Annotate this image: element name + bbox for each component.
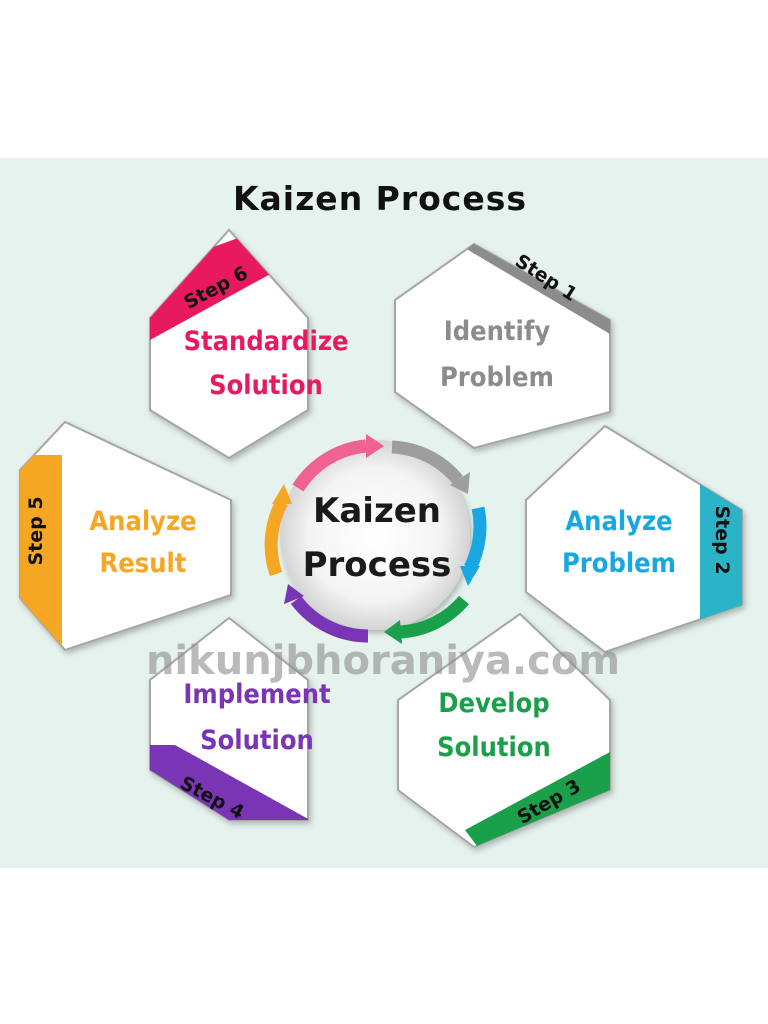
arrow-head-gray xyxy=(450,472,470,494)
arrow-step6-to-step1 xyxy=(292,439,367,492)
hexagon-step-1: Step 1 Identify Problem xyxy=(394,242,611,450)
step-5-tag: Step 5 xyxy=(25,496,47,565)
diagram-title: Kaizen Process xyxy=(233,179,527,218)
arrow-step3-to-step4 xyxy=(399,595,469,639)
step-4-title-line2: Solution xyxy=(200,725,314,756)
hexagon-step-5: Step 5 Analyze Result xyxy=(19,420,232,652)
arrow-head-orange xyxy=(272,484,292,504)
arrow-head-purple xyxy=(284,584,304,604)
center-title-line2: Process xyxy=(303,545,452,585)
step-2-title-line2: Problem xyxy=(562,548,676,579)
watermark: nikunjbhoraniya.com xyxy=(146,638,620,684)
arrow-head-green xyxy=(384,620,402,644)
step-3-title-line1: Develop xyxy=(438,688,549,719)
center-circle xyxy=(280,440,470,630)
hexagon-step-2: Step 2 Analyze Problem xyxy=(525,424,743,654)
arrow-step2-to-step3 xyxy=(464,506,487,571)
step-3-tab xyxy=(465,752,610,847)
center-title-line1: Kaizen xyxy=(313,491,441,531)
step-5-tab xyxy=(20,455,62,650)
step-1-title-line1: Identify xyxy=(444,316,551,347)
step-3-title-line2: Solution xyxy=(437,732,551,763)
arrow-step5-to-step6 xyxy=(264,498,288,577)
cycle-arrows xyxy=(264,434,487,644)
step-6-title-line2: Solution xyxy=(209,370,323,401)
arrow-step1-to-step2 xyxy=(391,440,464,485)
step-5-title-line1: Analyze xyxy=(89,506,196,537)
hexagon-step-6: Step 6 Standardize Solution xyxy=(149,228,349,460)
step-1-title-line2: Problem xyxy=(440,362,554,393)
step-4-title-line1: Implement xyxy=(183,679,331,710)
arrow-step4-to-step5 xyxy=(290,595,369,643)
step-5-title-line2: Result xyxy=(100,548,187,579)
step-1-tab xyxy=(458,244,610,334)
arrow-head-blue xyxy=(460,566,480,586)
step-6-title-line1: Standardize xyxy=(184,326,349,357)
arrow-head-pink xyxy=(366,434,384,458)
step-2-tag: Step 2 xyxy=(711,505,733,574)
step-2-title-line1: Analyze xyxy=(565,506,672,537)
